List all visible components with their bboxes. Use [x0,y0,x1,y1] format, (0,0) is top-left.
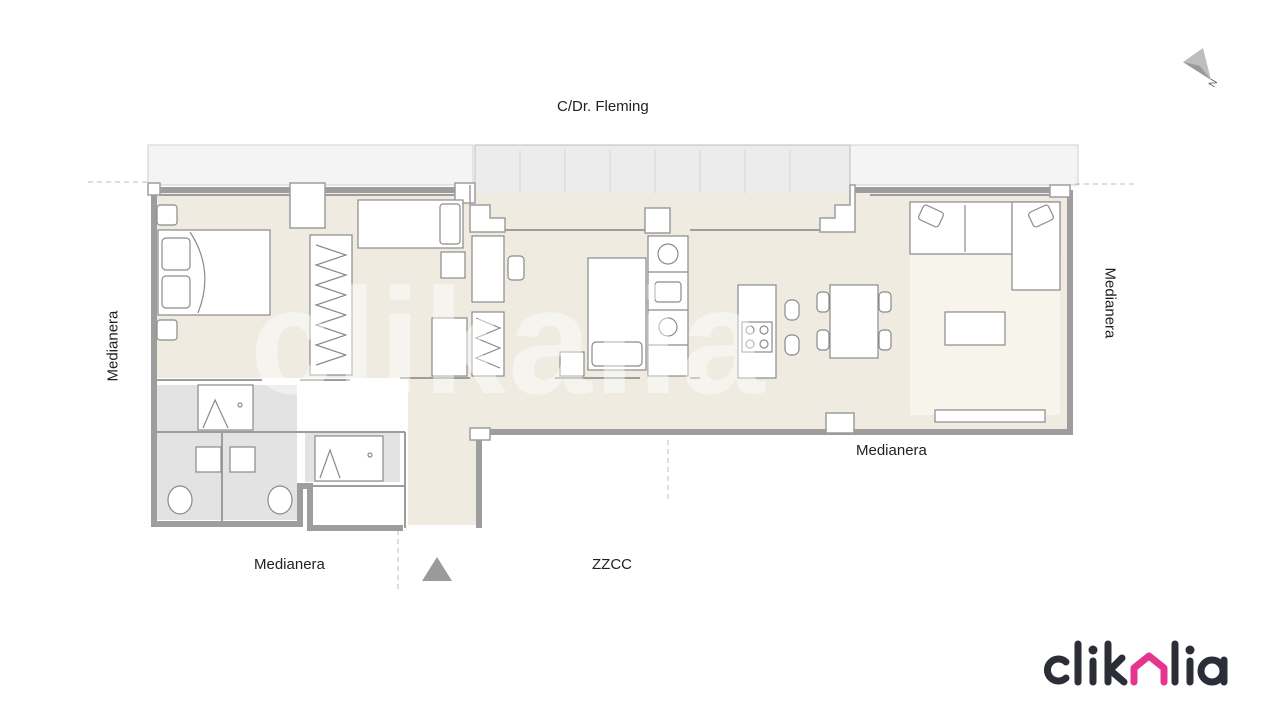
reference-lines [88,181,1135,590]
bottom-right-party-wall-label: Medianera [856,442,927,459]
left-party-wall-label: Medianera [104,310,122,382]
bedroom-2-furniture [357,199,468,377]
common-zone-label: ZZCC [592,556,632,573]
bedroom-3-furniture [471,235,647,377]
terrace [147,144,1079,216]
dining-furniture [737,284,892,379]
entrance-triangle-icon [422,557,452,581]
wardrobes [309,234,505,377]
bathroom-fixtures [167,384,384,515]
bottom-left-party-wall-label: Medianera [254,556,325,573]
bedroom-1-furniture [156,204,271,341]
clikalia-logo [1038,634,1238,694]
kitchen-furniture [647,235,689,377]
living-furniture [909,201,1061,423]
pillars [147,182,1071,441]
interior-walls [154,377,700,528]
window-lines [160,194,1050,231]
watermark: clikalia [250,257,767,425]
right-party-wall-label: Medianera [1101,267,1119,339]
street-label: C/Dr. Fleming [557,98,649,115]
north-arrow-icon [1183,48,1211,80]
